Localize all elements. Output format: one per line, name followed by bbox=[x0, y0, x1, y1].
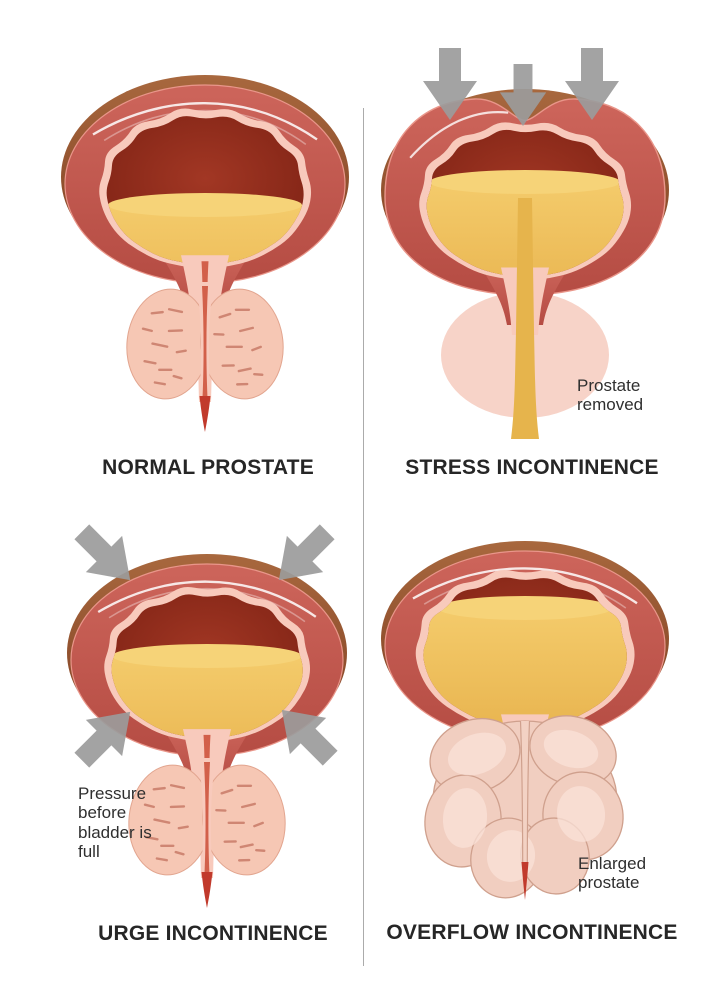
pressure-arrow-icon bbox=[499, 64, 547, 126]
urethra bbox=[201, 872, 213, 908]
panel-stress-incontinence bbox=[381, 48, 669, 439]
bladder-stress bbox=[381, 89, 669, 439]
pressure-arrow-icon bbox=[74, 524, 131, 581]
pressure-arrow-icon bbox=[565, 48, 619, 120]
caption-normal-prostate: NORMAL PROSTATE bbox=[102, 456, 314, 479]
pressure-arrow-icon bbox=[278, 524, 335, 581]
panel-urge-incontinence bbox=[67, 524, 347, 908]
panel-normal-prostate bbox=[61, 75, 349, 432]
pressure-arrow-icon bbox=[74, 711, 131, 768]
prostate-normal bbox=[128, 758, 286, 908]
prostate-enlarged bbox=[424, 715, 624, 900]
annotation-enlarged-prostate: Enlarged prostate bbox=[578, 854, 647, 893]
caption-urge-incontinence: URGE INCONTINENCE bbox=[98, 922, 328, 945]
annotation-prostate-removed: Prostate removed bbox=[577, 376, 644, 415]
urine bbox=[423, 596, 627, 728]
panel-overflow-incontinence bbox=[381, 541, 669, 900]
prostate-normal bbox=[126, 282, 284, 432]
bladder-overflow bbox=[381, 541, 669, 900]
pressure-arrow-icon bbox=[423, 48, 477, 120]
caption-overflow-incontinence: OVERFLOW INCONTINENCE bbox=[386, 921, 678, 944]
bladder-normal bbox=[61, 75, 349, 432]
urine-stream bbox=[511, 198, 539, 439]
annotation-pressure-before-bladder-full: Pressure before bladder is full bbox=[78, 784, 152, 862]
bladder-urge bbox=[67, 554, 347, 908]
caption-stress-incontinence: STRESS INCONTINENCE bbox=[405, 456, 659, 479]
pressure-arrow-icon bbox=[281, 709, 338, 766]
urethra bbox=[199, 396, 211, 432]
panel-divider bbox=[363, 108, 364, 966]
urethra bbox=[521, 862, 529, 900]
